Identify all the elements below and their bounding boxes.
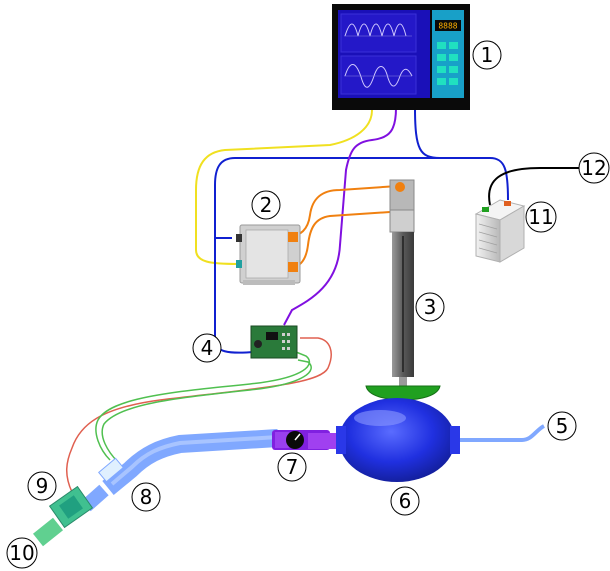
- callout-4-label: 4: [201, 336, 214, 360]
- valve-body: [275, 432, 289, 448]
- valve-coupler: [308, 433, 344, 449]
- numeric-display: [435, 20, 461, 31]
- callout-9-label: 9: [36, 474, 49, 498]
- controller-face: [245, 229, 289, 279]
- callout-12-label: 12: [581, 156, 606, 180]
- ambu-bag: [339, 398, 455, 482]
- wire-purple: [283, 107, 397, 326]
- callout-2: 2: [251, 190, 281, 220]
- monitor: 8888: [332, 4, 470, 110]
- breathing-circuit: [33, 398, 546, 547]
- waveform-bottom: [344, 64, 413, 88]
- monitor-button[interactable]: [437, 54, 446, 61]
- actuator-rod: [399, 377, 407, 387]
- controller-port-left: [236, 234, 242, 242]
- monitor-button[interactable]: [449, 66, 458, 73]
- ambu-bag-neck-left: [336, 426, 346, 454]
- waveform-top: [344, 23, 407, 37]
- wire-signal-green-2: [101, 359, 312, 463]
- callout-5-label: 5: [556, 414, 569, 438]
- callout-7: 7: [277, 452, 307, 482]
- driver-board: [250, 325, 298, 359]
- controller-connector-top: [288, 232, 298, 242]
- monitor-button[interactable]: [437, 42, 446, 49]
- callout-5: 5: [547, 411, 577, 441]
- monitor-buttons: [437, 42, 458, 85]
- patient-connector: [33, 517, 63, 547]
- actuator-motor-plate: [389, 209, 415, 233]
- psu-fins: [478, 223, 498, 254]
- oxygen-line: [460, 424, 546, 442]
- hme-filter-core: [59, 495, 83, 519]
- callout-1-label: 1: [481, 43, 494, 67]
- ambu-bag-highlight: [354, 410, 406, 426]
- callout-6: 6: [390, 486, 420, 516]
- callout-10: 10: [6, 537, 38, 569]
- controller-port-left-2: [236, 260, 242, 268]
- linear-actuator: [389, 179, 415, 387]
- callout-2-label: 2: [260, 193, 273, 217]
- callouts: 1 2 3 4 5 6 7 8: [6, 40, 610, 569]
- main-hose-highlight: [110, 435, 279, 486]
- waveform-panel-top: [340, 13, 417, 53]
- power-supply: [474, 199, 526, 263]
- numeric-display-text: 8888: [438, 22, 457, 31]
- callout-4: 4: [192, 333, 222, 363]
- callout-1: 1: [472, 40, 502, 70]
- psu-terminal-left: [482, 207, 489, 212]
- wire-yellow: [195, 109, 373, 265]
- controller-foot: [243, 280, 295, 285]
- psu-front: [475, 213, 501, 263]
- ambu-bag-neck-right: [450, 426, 460, 454]
- callout-6-label: 6: [399, 489, 412, 513]
- wiring: [66, 107, 580, 493]
- callout-3-label: 3: [424, 295, 437, 319]
- psu-terminal-right: [504, 201, 511, 206]
- controller-connector-bottom: [288, 262, 298, 272]
- monitor-button[interactable]: [437, 66, 446, 73]
- callout-11-label: 11: [528, 205, 553, 229]
- controller-module: [236, 224, 301, 285]
- flow-sensor: [98, 457, 124, 483]
- callout-11: 11: [525, 201, 557, 233]
- driver-potentiometer: [254, 340, 262, 348]
- wire-black: [488, 167, 580, 206]
- waveform-panel-bottom: [340, 55, 417, 95]
- monitor-button[interactable]: [449, 78, 458, 85]
- actuator-connector: [395, 182, 405, 192]
- wire-blue-main: [214, 107, 441, 239]
- monitor-button[interactable]: [449, 42, 458, 49]
- callout-12: 12: [578, 152, 610, 184]
- callout-10-label: 10: [9, 541, 34, 565]
- monitor-button[interactable]: [437, 78, 446, 85]
- callout-7-label: 7: [286, 455, 299, 479]
- valve-knob-mark: [294, 433, 301, 441]
- pressing-pad: [365, 385, 441, 401]
- driver-pins: [282, 333, 290, 350]
- wire-blue-to-psu: [440, 157, 509, 201]
- wire-signal-green-1: [95, 351, 311, 461]
- callout-8-label: 8: [140, 485, 153, 509]
- driver-chip: [266, 332, 278, 340]
- psu-side: [499, 205, 525, 263]
- monitor-button[interactable]: [449, 54, 458, 61]
- callout-8: 8: [131, 482, 161, 512]
- callout-3: 3: [415, 292, 445, 322]
- callout-9: 9: [27, 471, 57, 501]
